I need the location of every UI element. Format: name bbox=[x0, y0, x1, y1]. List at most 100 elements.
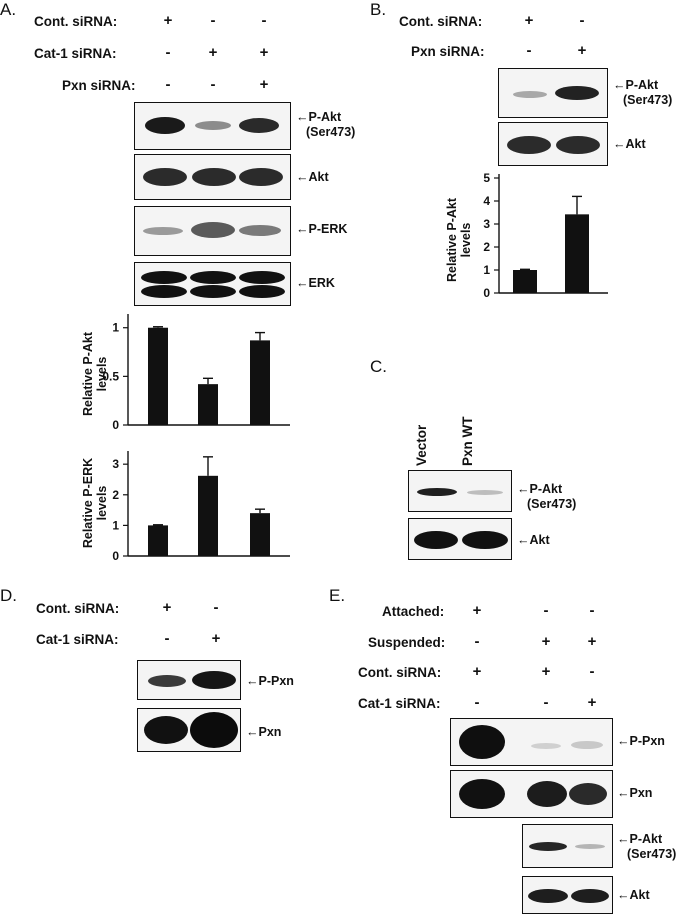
panel-a-row-cat1-sign-2: + bbox=[208, 44, 218, 61]
chart-2-bar bbox=[565, 214, 589, 293]
panel-c-blot-akt-label: ←Akt bbox=[517, 533, 550, 547]
arrow-left-icon: ← bbox=[617, 888, 630, 902]
panel-a-row-pxn-sign-3: + bbox=[259, 76, 269, 93]
arrow-left-icon: ← bbox=[296, 170, 309, 184]
panel-d-row-cat1-sign-1: - bbox=[164, 630, 170, 647]
arrow-left-icon: ← bbox=[617, 734, 630, 748]
chart-2-ytick-label: 0 bbox=[483, 286, 490, 300]
panel-a-blot-erk bbox=[134, 262, 291, 306]
panel-a-row-cat1-sign-3: + bbox=[259, 44, 269, 61]
panel-a-row-pxn-sign-2: - bbox=[210, 76, 216, 93]
panel-d-letter: D. bbox=[0, 586, 17, 605]
panel-b-blot-akt bbox=[498, 122, 608, 166]
panel-e-blot-pxn bbox=[450, 770, 613, 818]
panel-d-blot-ppxn bbox=[137, 660, 241, 700]
panel-e-blot-ppxn-label: ←P-Pxn bbox=[617, 734, 665, 748]
panel-d-blot-pxn bbox=[137, 708, 241, 752]
panel-a-letter: A. bbox=[0, 0, 17, 19]
panel-e-row-cont-sign-1: + bbox=[472, 663, 482, 680]
panel-d-blot-pxn-label: ←Pxn bbox=[246, 725, 282, 739]
chart-1-ytick-label: 0 bbox=[112, 549, 119, 563]
panel-a-row-cat1-label: Cat-1 siRNA: bbox=[34, 46, 117, 61]
panel-b-blot-akt-label: ←Akt bbox=[613, 137, 646, 151]
chart-1-bar bbox=[250, 513, 270, 556]
panel-b-row-cont-sign-2: - bbox=[579, 12, 585, 29]
panel-e-row-cont-sign-2: + bbox=[541, 663, 551, 680]
arrow-left-icon: ← bbox=[296, 222, 309, 236]
panel-c-blot-akt bbox=[408, 518, 512, 560]
chart-2-ytick-label: 2 bbox=[483, 240, 490, 254]
panel-e-row-suspended-sign-1: - bbox=[474, 633, 480, 650]
panel-a-row-cont-sign-1: + bbox=[163, 12, 173, 29]
panel-c-lane-pxnwt: Pxn WT bbox=[460, 416, 475, 467]
panel-b-letter: B. bbox=[370, 0, 387, 19]
chart-2-bar bbox=[513, 270, 537, 293]
panel-e-letter: E. bbox=[329, 586, 346, 605]
panel-a-blot-akt-label: ←Akt bbox=[296, 170, 329, 184]
arrow-left-icon: ← bbox=[613, 137, 626, 151]
panel-e-row-attached-sign-1: + bbox=[472, 602, 482, 619]
panel-e-blot-ppxn bbox=[450, 718, 613, 766]
panel-d-row-cat1-label: Cat-1 siRNA: bbox=[36, 632, 119, 647]
chart-0-bar bbox=[250, 340, 270, 425]
chart-2-ytick-label: 3 bbox=[483, 217, 490, 231]
panel-e-row-attached-sign-3: - bbox=[589, 602, 595, 619]
panel-e-row-suspended-sign-2: + bbox=[541, 633, 551, 650]
chart-1-ytick-label: 1 bbox=[112, 518, 119, 532]
chart-2-ytick-label: 5 bbox=[483, 171, 490, 185]
panel-a-row-cont-label: Cont. siRNA: bbox=[34, 14, 118, 29]
panel-a-blot-perk bbox=[134, 206, 291, 256]
panel-b-row-pxn-sign-2: + bbox=[577, 42, 587, 59]
panel-a-row-pxn-sign-1: - bbox=[165, 76, 171, 93]
chart-2-ytick-label: 1 bbox=[483, 263, 490, 277]
panel-c-blot-pakt bbox=[408, 470, 512, 512]
panel-a-blot-pakt bbox=[134, 102, 291, 150]
panel-b-blot-pakt-label: ←P-Akt (Ser473) bbox=[613, 78, 673, 107]
arrow-left-icon: ← bbox=[517, 482, 530, 496]
chart-1-bar bbox=[148, 525, 168, 556]
panel-e-blot-akt-label: ←Akt bbox=[617, 888, 650, 902]
panel-a-blot-perk-label: ←P-ERK bbox=[296, 222, 348, 236]
panel-e-row-attached-label: Attached: bbox=[382, 604, 445, 619]
panel-a-row-pxn-label: Pxn siRNA: bbox=[62, 78, 136, 93]
panel-e-row-cont-label: Cont. siRNA: bbox=[358, 665, 442, 680]
chart-0-ytick-label: 1 bbox=[112, 321, 119, 335]
panel-e-row-cat1-sign-1: - bbox=[474, 694, 480, 711]
panel-e-row-cat1-label: Cat-1 siRNA: bbox=[358, 696, 441, 711]
panel-b-blot-pakt bbox=[498, 68, 608, 118]
arrow-left-icon: ← bbox=[517, 533, 530, 547]
panel-d-row-cont-sign-1: + bbox=[162, 599, 172, 616]
panel-e-row-suspended-label: Suspended: bbox=[368, 635, 446, 650]
panel-a-row-cont-sign-2: - bbox=[210, 12, 216, 29]
panel-e-blot-pakt bbox=[522, 824, 613, 868]
panel-a-row-cont-sign-3: - bbox=[261, 12, 267, 29]
arrow-left-icon: ← bbox=[613, 78, 626, 92]
panel-c-letter: C. bbox=[370, 357, 387, 376]
chart-0-bar bbox=[198, 384, 218, 425]
chart-0-ytick-label: 0 bbox=[112, 418, 119, 432]
arrow-left-icon: ← bbox=[296, 276, 309, 290]
arrow-left-icon: ← bbox=[617, 832, 630, 846]
arrow-left-icon: ← bbox=[246, 725, 259, 739]
panel-e-blot-akt bbox=[522, 876, 613, 914]
panel-e-row-suspended-sign-3: + bbox=[587, 633, 597, 650]
panel-b-row-cont-sign-1: + bbox=[524, 12, 534, 29]
panel-e-row-attached-sign-2: - bbox=[543, 602, 549, 619]
panel-b-row-pxn-label: Pxn siRNA: bbox=[411, 44, 485, 59]
chart-1-bar bbox=[198, 475, 218, 556]
arrow-left-icon: ← bbox=[617, 786, 630, 800]
chart-1-ytick-label: 2 bbox=[112, 488, 119, 502]
panel-b-row-pxn-sign-1: - bbox=[526, 42, 532, 59]
panel-a-blot-pakt-label: ←P-Akt (Ser473) bbox=[296, 110, 356, 139]
chart-2-ytick-label: 4 bbox=[483, 194, 490, 208]
panel-c-blot-pakt-label: ←P-Akt (Ser473) bbox=[517, 482, 577, 511]
panel-e-row-cat1-sign-3: + bbox=[587, 694, 597, 711]
panel-d-row-cont-label: Cont. siRNA: bbox=[36, 601, 120, 616]
panel-e-blot-pxn-label: ←Pxn bbox=[617, 786, 653, 800]
chart-0-bar bbox=[148, 327, 168, 425]
panel-d-row-cont-sign-2: - bbox=[213, 599, 219, 616]
chart-1-ytick-label: 3 bbox=[112, 457, 119, 471]
